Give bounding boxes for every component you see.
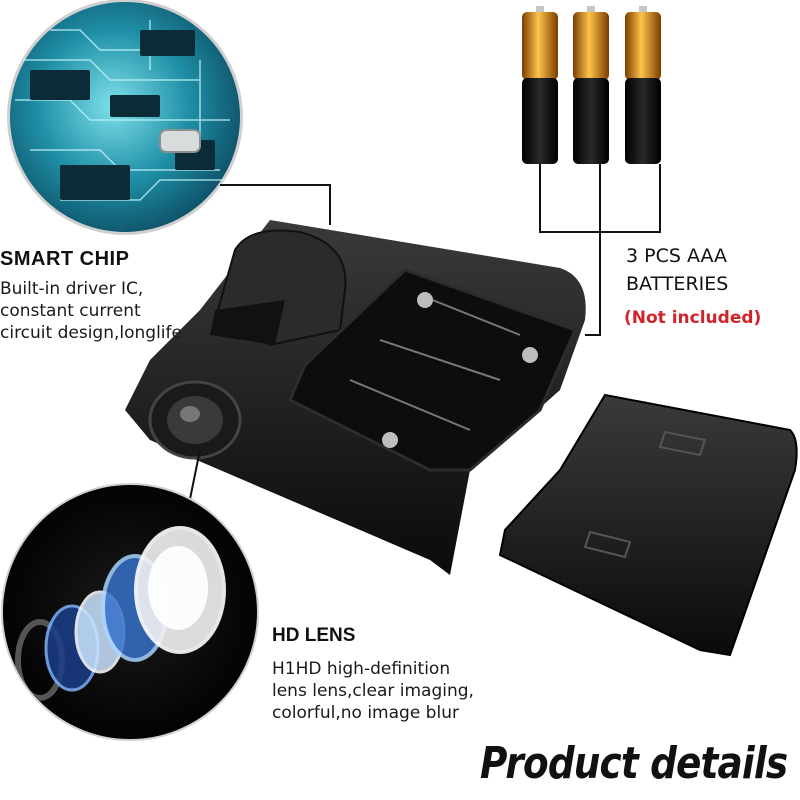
lens-elements-image — [1, 483, 259, 741]
hd-lens-line: colorful,no image blur — [272, 703, 459, 723]
hd-lens-title: HD LENS — [272, 625, 356, 646]
batteries-not-included-note: (Not included) — [624, 308, 762, 328]
battery-cover — [498, 393, 798, 657]
chip-callout-line — [220, 184, 331, 225]
circuit-board-image — [7, 0, 243, 235]
hd-lens-line: lens lens,clear imaging, — [272, 681, 474, 701]
hd-lens-line: H1HD high-definition — [272, 659, 451, 679]
projector-device — [125, 220, 586, 575]
smart-chip-line: circuit design,longlife — [0, 323, 182, 343]
batteries-title-line: 3 PCS AAA — [626, 245, 728, 267]
battery-callout-lines — [539, 164, 661, 336]
product-details-heading: Product details — [480, 738, 788, 789]
batteries-title-line: BATTERIES — [626, 273, 729, 295]
smart-chip-title: SMART CHIP — [0, 248, 130, 270]
smart-chip-line: constant current — [0, 301, 141, 321]
batteries-image — [522, 6, 661, 164]
smart-chip-description: Built-in driver IC, constant current cir… — [0, 278, 182, 344]
batteries-title: 3 PCS AAA BATTERIES — [626, 242, 728, 298]
smart-chip-line: Built-in driver IC, — [0, 279, 144, 299]
hd-lens-description: H1HD high-definition lens lens,clear ima… — [272, 658, 532, 724]
